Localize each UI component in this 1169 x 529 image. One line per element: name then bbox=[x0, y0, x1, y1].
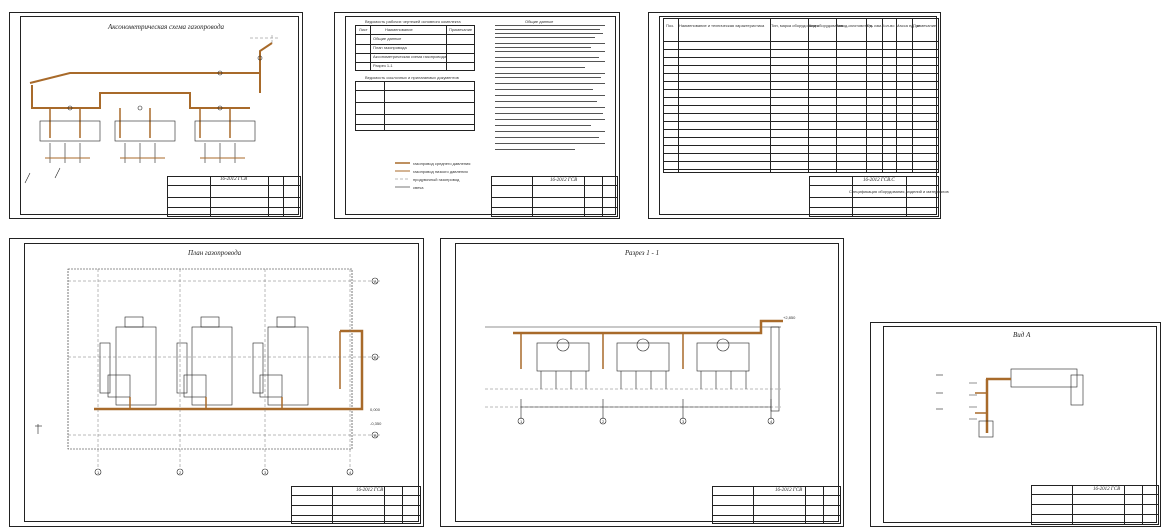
sheet-code: 16-2012 ГСВ bbox=[775, 488, 803, 493]
title-block bbox=[712, 486, 841, 524]
sheet-code: 16-2012 ГСВ bbox=[550, 178, 578, 183]
axis-label: 2 bbox=[602, 419, 605, 424]
spec-header: Масса ед., кг bbox=[896, 23, 920, 28]
col-name: Наименование bbox=[385, 27, 413, 32]
axis-label: 2 bbox=[179, 470, 182, 475]
sheet-view-a[interactable]: Вид А 16-2012 ГСВ bbox=[870, 322, 1161, 527]
sheet-code: 16-2012 ГСВ bbox=[1093, 487, 1121, 492]
sheet-frame bbox=[455, 243, 839, 522]
sheet-frame bbox=[20, 16, 299, 215]
spec-footer: Спецификация оборудования, изделий и мат… bbox=[849, 189, 949, 194]
sheet-code: 16-2012 ГСВ.С bbox=[863, 178, 895, 183]
spec-header: Тип, марка оборудования bbox=[771, 23, 819, 28]
spec-header: Код оборудования bbox=[809, 23, 844, 28]
level-mark: -0,350 bbox=[370, 421, 382, 426]
spec-header: Завод-изготовитель bbox=[836, 23, 873, 28]
list-row: Разрез 1-1 bbox=[373, 63, 393, 68]
axonometric-drawing bbox=[24, 33, 280, 184]
sheet-title: План газопровода bbox=[188, 249, 242, 257]
axis-label: 1 bbox=[520, 419, 523, 424]
view-a-drawing bbox=[936, 368, 1084, 438]
legend-item: газопровод среднего давления bbox=[413, 161, 471, 166]
legend-item: газопровод низкого давления bbox=[413, 169, 468, 174]
spec-header: Кол-во bbox=[882, 23, 895, 28]
title-block bbox=[167, 176, 301, 217]
sheet-specification[interactable]: Поз. Наименование и техническая характер… bbox=[648, 12, 949, 219]
plan-drawing bbox=[35, 268, 380, 476]
axis-label: В bbox=[374, 433, 377, 438]
spec-table bbox=[663, 18, 939, 173]
level-mark: 0,000 bbox=[370, 407, 381, 412]
legend-item: свеча bbox=[413, 185, 424, 190]
table2-title: Ведомость ссылочных и прилагаемых докуме… bbox=[365, 75, 459, 80]
col-note: Примечание bbox=[449, 27, 473, 32]
sheet-plan[interactable]: План газопровода bbox=[9, 238, 424, 527]
spec-header: Наименование и техническая характеристик… bbox=[679, 23, 765, 28]
title-block bbox=[1031, 485, 1159, 525]
general-notes-title: Общие данные bbox=[525, 19, 554, 24]
sheet-frame bbox=[24, 243, 419, 522]
sheet-code: 16-2012 ГСВ bbox=[356, 488, 384, 493]
title-block bbox=[809, 176, 939, 217]
axis-label: 1 bbox=[97, 470, 100, 475]
axis-label: 4 bbox=[770, 419, 773, 424]
section-drawing bbox=[485, 319, 783, 425]
sheet-frame bbox=[345, 16, 616, 215]
sheet-frame bbox=[883, 326, 1157, 523]
axis-label: 4 bbox=[349, 470, 352, 475]
list-row: Аксонометрическая схема газопровода bbox=[373, 54, 447, 59]
drawings-list-table bbox=[355, 25, 475, 71]
legend-item: продувочный газопровод bbox=[413, 177, 460, 182]
sheet-general-data[interactable]: Ведомость рабочих чертежей основного ком… bbox=[334, 12, 620, 219]
axis-label: 3 bbox=[264, 470, 267, 475]
list-row: План газопровода bbox=[373, 45, 407, 50]
col-sheet: Лист bbox=[359, 27, 368, 32]
title-block bbox=[291, 486, 421, 524]
spec-header: Примечание bbox=[913, 23, 937, 28]
legend-symbols bbox=[395, 162, 410, 188]
axis-label: 3 bbox=[682, 419, 685, 424]
list-row: Общие данные bbox=[373, 36, 402, 41]
sheet-title: Вид А bbox=[1013, 331, 1031, 339]
sheet-axonometric[interactable]: Аксонометрическая схема газопровода 16-2… bbox=[9, 12, 303, 219]
axis-label: Б bbox=[374, 355, 377, 360]
table1-title: Ведомость рабочих чертежей основного ком… bbox=[365, 19, 461, 24]
level-mark: +2,850 bbox=[783, 315, 796, 320]
sheet-code: 16-2012 ГСВ bbox=[220, 177, 248, 182]
sheet-title: Разрез 1 - 1 bbox=[625, 249, 660, 257]
title-block bbox=[491, 176, 618, 217]
references-table bbox=[355, 81, 475, 131]
sheet-section[interactable]: Разрез 1 - 1 +2,8 bbox=[440, 238, 844, 527]
sheet-title: Аксонометрическая схема газопровода bbox=[108, 23, 225, 31]
axis-label: А bbox=[374, 279, 377, 284]
spec-header: Ед. изм. bbox=[867, 23, 883, 28]
spec-header: Поз. bbox=[666, 23, 674, 28]
sheet-frame bbox=[659, 16, 937, 215]
